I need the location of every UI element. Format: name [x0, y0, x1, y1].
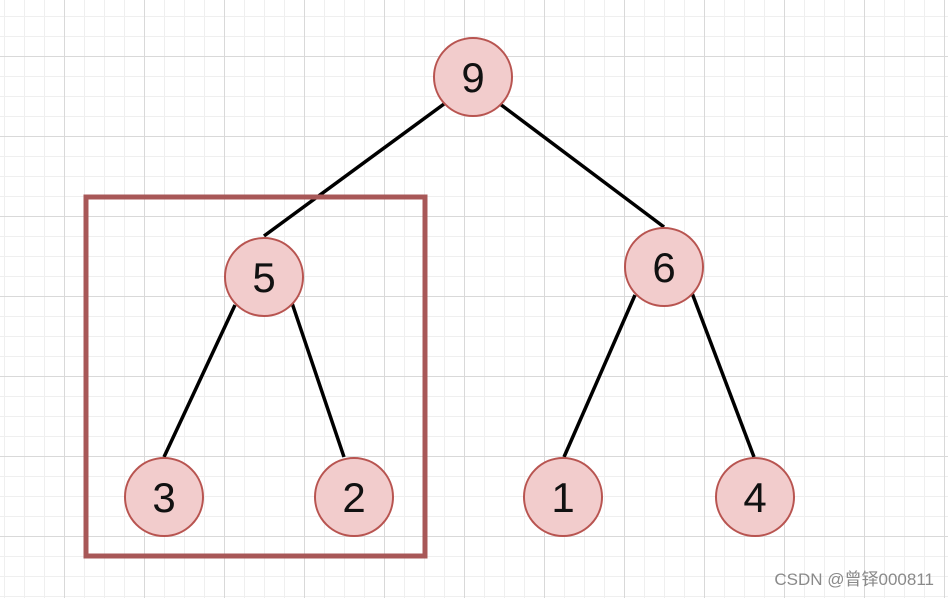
node-label: 3 — [152, 474, 175, 521]
node-circle — [715, 457, 795, 537]
tree-node-4: 4 — [715, 457, 795, 537]
tree-node-6: 6 — [624, 227, 704, 307]
node-label: 4 — [743, 474, 766, 521]
node-circle — [124, 457, 204, 537]
tree-node-5: 5 — [224, 237, 304, 317]
node-circle — [314, 457, 394, 537]
node-circle — [523, 457, 603, 537]
tree-node-3: 3 — [124, 457, 204, 537]
tree-node-1: 1 — [523, 457, 603, 537]
edge-6-1 — [562, 294, 637, 458]
tree-node-2: 2 — [314, 457, 394, 537]
edges — [162, 102, 756, 458]
edge-9-5 — [262, 102, 446, 238]
node-label: 5 — [252, 254, 275, 301]
watermark: CSDN @曾铎000811 — [774, 570, 934, 589]
tree-node-9: 9 — [433, 37, 513, 117]
node-label: 2 — [342, 474, 365, 521]
node-label: 9 — [461, 54, 484, 101]
edge-5-3 — [162, 304, 237, 458]
edge-5-2 — [290, 302, 346, 458]
edge-9-6 — [498, 102, 666, 229]
node-label: 1 — [551, 474, 574, 521]
edge-6-4 — [690, 292, 756, 458]
node-circle — [224, 237, 304, 317]
subtree-highlight-box — [83, 194, 428, 559]
node-circle — [433, 37, 513, 117]
node-label: 6 — [652, 244, 675, 291]
node-circle — [624, 227, 704, 307]
